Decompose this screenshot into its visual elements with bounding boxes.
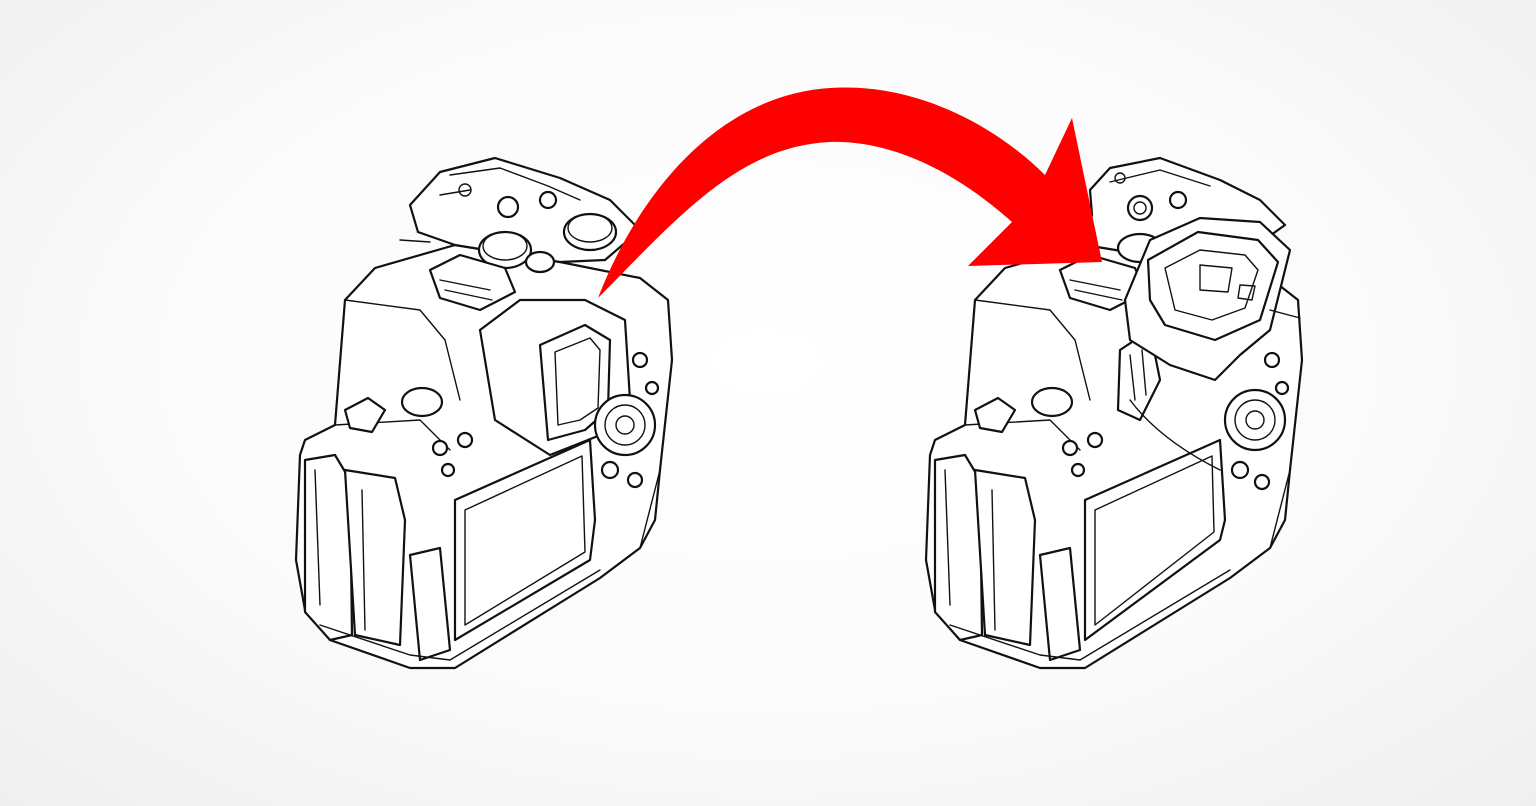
- rear-button: [402, 388, 442, 416]
- control-wheel: [595, 395, 655, 455]
- control-wheel: [1225, 390, 1285, 450]
- top-button: [498, 197, 518, 217]
- camera-after: [926, 158, 1302, 668]
- camera-before: [296, 158, 672, 668]
- top-button: [1128, 196, 1152, 220]
- rear-button: [1032, 388, 1072, 416]
